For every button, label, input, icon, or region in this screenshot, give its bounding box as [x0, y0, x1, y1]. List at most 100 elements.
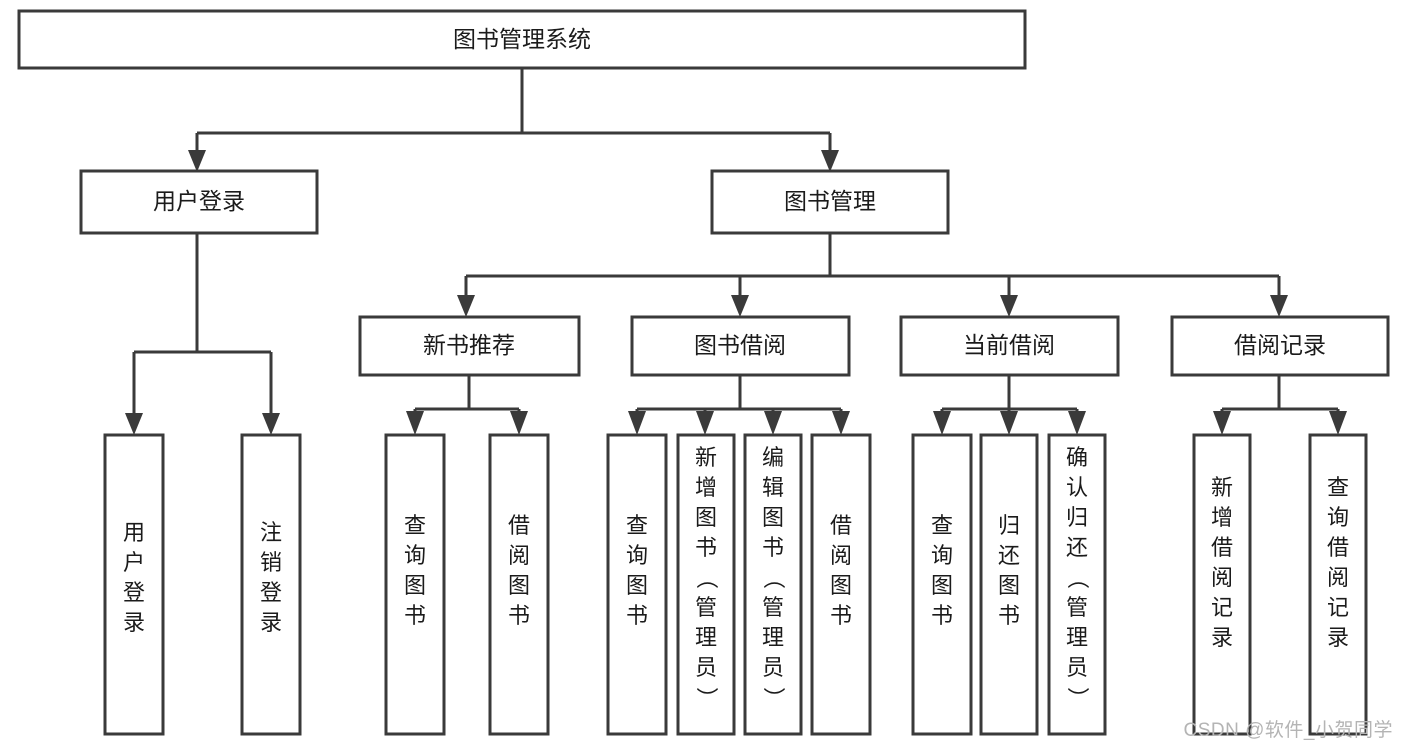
vertical-glyph: 辑	[762, 475, 784, 500]
vertical-glyph: 阅	[508, 543, 530, 568]
arrowhead-current-borrow	[1000, 295, 1018, 317]
vertical-glyph: 新	[695, 445, 717, 470]
node-book-borrow-box[interactable]	[630, 315, 851, 377]
vertical-glyph: 书	[830, 603, 852, 628]
node-leaf-edit-book-admin-box[interactable]	[743, 433, 803, 736]
vertical-glyph: 查	[1327, 475, 1349, 500]
vertical-glyph: 归	[1066, 505, 1088, 530]
arrowhead-user-login	[188, 150, 206, 172]
vertical-glyph: 图	[626, 573, 648, 598]
arrowhead-leaf-borrow-book-2	[832, 411, 850, 435]
vertical-glyph: 询	[404, 543, 426, 568]
node-book-management-label: 图书管理	[784, 188, 876, 214]
node-book-management-box[interactable]	[710, 169, 950, 235]
node-current-borrow-box[interactable]	[899, 315, 1120, 377]
arrowhead-leaf-user-logout	[262, 413, 280, 435]
vertical-glyph: 新	[1211, 475, 1233, 500]
arrowhead-leaf-query-book-1	[406, 411, 424, 435]
node-leaf-user-login-box[interactable]	[103, 433, 165, 736]
vertical-glyph: 员	[695, 655, 717, 680]
vertical-glyph: 还	[1066, 535, 1088, 560]
node-leaf-user-logout-box[interactable]	[240, 433, 302, 736]
arrowhead-new-book-recommend	[457, 295, 475, 317]
connector-book-management-to-level3	[457, 233, 1288, 317]
node-leaf-borrow-book-1-box[interactable]	[488, 433, 550, 736]
vertical-glyph: 图	[830, 573, 852, 598]
vertical-glyph: 图	[762, 505, 784, 530]
node-leaf-query-book-2-box[interactable]	[606, 433, 668, 736]
vertical-glyph: 登	[123, 580, 145, 605]
node-leaf-query-book-1-box[interactable]	[384, 433, 446, 736]
vertical-glyph: （	[761, 567, 786, 589]
vertical-glyph: ）	[1065, 687, 1090, 709]
vertical-glyph: 增	[1211, 505, 1233, 530]
node-borrow-record[interactable]: 借阅记录	[1170, 315, 1390, 377]
vertical-glyph: 书	[508, 603, 530, 628]
node-book-borrow[interactable]: 图书借阅	[630, 315, 851, 377]
vertical-glyph: 理	[1066, 625, 1088, 650]
vertical-glyph: 书	[931, 603, 953, 628]
node-new-book-recommend[interactable]: 新书推荐	[358, 315, 581, 377]
node-borrow-record-box[interactable]	[1170, 315, 1390, 377]
vertical-glyph: 借	[508, 513, 530, 538]
vertical-glyph: （	[1065, 567, 1090, 589]
arrowhead-leaf-query-book-3	[933, 411, 951, 435]
arrowhead-leaf-add-borrow-record	[1213, 411, 1231, 435]
arrowhead-leaf-return-book	[1000, 411, 1018, 435]
vertical-glyph: 录	[260, 610, 282, 635]
node-leaf-confirm-return-admin-box[interactable]	[1047, 433, 1107, 736]
connector-borrow-record-to-leaves	[1213, 375, 1347, 435]
vertical-glyph: （	[694, 567, 719, 589]
connector-current-borrow-to-leaves	[933, 375, 1086, 435]
node-leaf-add-book-admin-box[interactable]	[676, 433, 736, 736]
node-current-borrow-label: 当前借阅	[963, 332, 1055, 358]
vertical-glyph: 阅	[1327, 565, 1349, 590]
connector-root-to-level2	[188, 68, 839, 172]
node-new-book-recommend-box[interactable]	[358, 315, 581, 377]
node-leaf-add-borrow-record-box[interactable]	[1192, 433, 1252, 736]
vertical-glyph: 查	[626, 513, 648, 538]
node-book-management[interactable]: 图书管理	[710, 169, 950, 235]
node-leaf-user-login[interactable]: 用户登录	[103, 433, 165, 736]
node-current-borrow[interactable]: 当前借阅	[899, 315, 1120, 377]
vertical-glyph: 员	[762, 655, 784, 680]
vertical-glyph: 还	[998, 543, 1020, 568]
node-root[interactable]: 图书管理系统	[17, 9, 1027, 70]
node-leaf-user-login-label: 用户登录	[123, 520, 145, 635]
vertical-glyph: 管	[695, 595, 717, 620]
vertical-glyph: 查	[931, 513, 953, 538]
node-leaf-return-book-box[interactable]	[979, 433, 1039, 736]
vertical-glyph: 书	[695, 535, 717, 560]
arrowhead-leaf-query-borrow-record	[1329, 411, 1347, 435]
vertical-glyph: 书	[998, 603, 1020, 628]
node-root-box[interactable]	[17, 9, 1027, 70]
arrowhead-leaf-query-book-2	[628, 411, 646, 435]
vertical-glyph: 录	[1327, 625, 1349, 650]
node-user-login-box[interactable]	[79, 169, 319, 235]
arrowhead-leaf-user-login	[125, 413, 143, 435]
node-leaf-query-borrow-record-box[interactable]	[1308, 433, 1368, 736]
node-leaf-borrow-book-2-box[interactable]	[810, 433, 872, 736]
node-user-login[interactable]: 用户登录	[79, 169, 319, 235]
node-leaf-query-book-3-box[interactable]	[911, 433, 973, 736]
